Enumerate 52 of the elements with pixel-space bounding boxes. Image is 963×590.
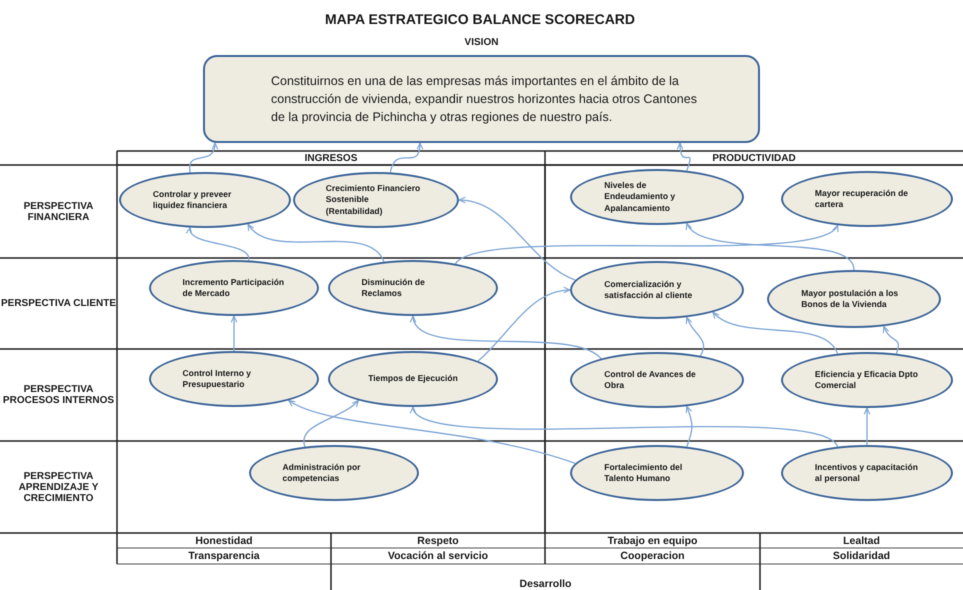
value-text: Solidaridad	[832, 550, 890, 562]
arrow	[412, 315, 602, 360]
title: MAPA ESTRATEGICO BALANCE SCORECARD	[324, 10, 636, 29]
objective-text: Control de Avances de Obra	[604, 368, 697, 392]
objective-text: Controlar y preveer liquidez financiera	[152, 188, 232, 212]
arrow	[686, 406, 693, 447]
arrow	[458, 197, 576, 281]
row-header: PERSPECTIVA FINANCIERA	[22, 200, 94, 222]
column-header: INGRESOS	[304, 152, 358, 164]
value-text: Desarrollo	[520, 578, 572, 590]
arrow	[390, 142, 423, 173]
row-header: PERSPECTIVA PROCESOS INTERNOS	[2, 384, 116, 406]
column-header: PRODUCTIVIDAD	[712, 152, 796, 164]
arrow	[412, 406, 838, 448]
objective-text: Control Interno y Presupuestario	[182, 368, 252, 390]
objective-text: Niveles de Endeudamiento y Apalancamiento	[604, 180, 676, 214]
row-header: PERSPECTIVA CLIENTE	[0, 298, 116, 309]
objective-text: Tiempos de Ejecución	[368, 373, 458, 385]
arrow	[864, 407, 870, 445]
objective-text: Mayor recuperación de cartera	[814, 188, 909, 210]
objective-text: Disminución de Reclamos	[362, 276, 426, 300]
objective-text: Incremento Participación de Mercado	[182, 276, 286, 300]
objective-text: Fortalecimiento del Talento Humano	[604, 462, 684, 484]
objective-text: Mayor postulación a los Bonos de la Vivienda	[801, 288, 900, 310]
objective-text: Comercialización y satisfacción al cliente	[604, 278, 694, 302]
arrow	[303, 400, 359, 447]
arrow	[187, 227, 250, 260]
value-text: Vocación al servicio	[388, 550, 488, 562]
value-text: Trabajo en equipo	[608, 534, 698, 546]
arrow	[676, 142, 691, 171]
value-text: Honestidad	[195, 534, 253, 546]
arrow	[478, 287, 571, 362]
row-header: PERSPECTIVA APRENDIZAJE Y CRECIMIENTO	[18, 470, 100, 504]
value-text: Cooperacion	[620, 550, 685, 562]
arrow	[712, 312, 838, 354]
objective-text: Eficiencia y Eficacia Dpto Comercial	[814, 368, 919, 392]
arrow	[288, 400, 576, 464]
arrow	[686, 222, 855, 270]
value-text: Respeto	[417, 534, 459, 546]
arrow	[686, 316, 704, 356]
arrow	[883, 326, 899, 354]
arrow	[455, 224, 838, 264]
heading: VISION	[464, 37, 498, 48]
objective-text: Crecimiento Financiero Sostenible (Rentabilidad)	[326, 183, 422, 217]
arrow	[189, 142, 218, 172]
vision-text: Constituirnos en una de las empresas más importantes en el ámbito de la construcción de vivienda, expandir nuestros horizontes hacia otros Cantones de la provincia de Pichincha y otras regiones de nuestro país.	[271, 72, 698, 126]
value-text: Lealtad	[843, 534, 880, 546]
objective-text: Administración por competencias	[282, 462, 362, 484]
arrow	[247, 224, 384, 262]
arrow	[230, 315, 238, 351]
value-text: Transparencia	[188, 550, 260, 562]
objective-text: Incentivos y capacitación al personal	[814, 462, 919, 484]
